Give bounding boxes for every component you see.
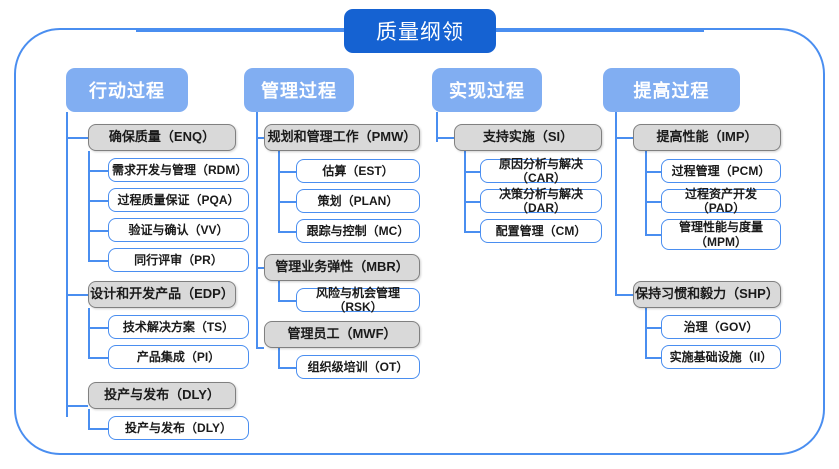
- leaf-box-2-0-2: 配置管理（CM）: [480, 219, 602, 243]
- column-header-3: 提高过程: [603, 68, 740, 112]
- root-connector-right: [494, 30, 704, 32]
- child-trunk-1-0: [278, 151, 280, 231]
- child-trunk-0-0: [88, 151, 90, 261]
- child-trunk-0-2: [88, 409, 90, 429]
- leaf-stub-3-0-0: [645, 171, 661, 173]
- group-stub-2-0: [436, 137, 454, 139]
- group-stub-1-1: [256, 267, 264, 269]
- leaf-box-3-0-0: 过程管理（PCM）: [661, 159, 781, 183]
- child-trunk-0-1: [88, 308, 90, 358]
- column-header-2: 实现过程: [432, 68, 542, 112]
- group-box-3-0: 提高性能（IMP）: [633, 124, 781, 151]
- leaf-box-0-1-0: 技术解决方案（TS）: [108, 315, 249, 339]
- leaf-box-3-0-1: 过程资产开发（PAD）: [661, 187, 781, 215]
- leaf-stub-0-2-0: [88, 428, 108, 430]
- leaf-stub-0-0-3: [88, 260, 108, 262]
- group-stub-0-0: [66, 137, 88, 139]
- leaf-box-0-0-1: 过程质量保证（PQA）: [108, 188, 249, 212]
- leaf-box-2-0-0: 原因分析与解决（CAR）: [480, 157, 602, 185]
- leaf-stub-1-1-0: [278, 300, 296, 302]
- leaf-box-1-0-1: 策划（PLAN）: [296, 189, 420, 213]
- column-header-0: 行动过程: [66, 68, 188, 112]
- leaf-box-1-0-2: 跟踪与控制（MC）: [296, 219, 420, 243]
- leaf-box-0-0-0: 需求开发与管理（RDM）: [108, 158, 249, 182]
- group-box-3-1: 保持习惯和毅力（SHP）: [633, 281, 781, 308]
- leaf-box-1-2-0: 组织级培训（OT）: [296, 355, 420, 379]
- leaf-stub-0-0-1: [88, 200, 108, 202]
- leaf-stub-1-0-2: [278, 231, 296, 233]
- column-trunk-1: [256, 112, 258, 347]
- leaf-box-3-1-0: 治理（GOV）: [661, 315, 781, 339]
- group-box-1-2: 管理员工（MWF）: [264, 321, 420, 348]
- leaf-stub-0-1-0: [88, 327, 108, 329]
- leaf-box-1-1-0: 风险与机会管理（RSK）: [296, 286, 420, 314]
- child-trunk-3-0: [645, 151, 647, 236]
- leaf-stub-3-0-1: [645, 201, 661, 203]
- leaf-stub-2-0-2: [464, 231, 480, 233]
- group-box-0-0: 确保质量（ENQ）: [88, 124, 236, 151]
- group-box-1-0: 规划和管理工作（PMW）: [264, 124, 420, 151]
- leaf-box-0-2-0: 投产与发布（DLY）: [108, 416, 249, 440]
- leaf-stub-1-2-0: [278, 367, 296, 369]
- leaf-stub-0-0-0: [88, 170, 108, 172]
- group-stub-0-2: [66, 405, 88, 407]
- child-trunk-2-0: [464, 151, 466, 231]
- column-trunk-2: [436, 112, 438, 142]
- group-box-2-0: 支持实施（SI）: [454, 124, 602, 151]
- group-stub-0-1: [66, 294, 88, 296]
- group-box-1-1: 管理业务弹性（MBR）: [264, 254, 420, 281]
- leaf-stub-2-0-1: [464, 201, 480, 203]
- column-trunk-3: [615, 112, 617, 295]
- group-stub-3-1: [615, 294, 633, 296]
- leaf-box-3-1-1: 实施基础设施（II）: [661, 345, 781, 369]
- column-header-1: 管理过程: [244, 68, 354, 112]
- leaf-box-0-1-1: 产品集成（PI）: [108, 345, 249, 369]
- child-trunk-1-2: [278, 348, 280, 368]
- group-box-0-2: 投产与发布（DLY）: [88, 382, 236, 409]
- root-title: 质量纲领: [344, 9, 496, 53]
- leaf-stub-1-0-1: [278, 201, 296, 203]
- leaf-box-2-0-1: 决策分析与解决（DAR）: [480, 187, 602, 215]
- leaf-box-1-0-0: 估算（EST）: [296, 159, 420, 183]
- group-stub-1-2: [256, 347, 264, 349]
- leaf-box-3-0-2: 管理性能与度量 （MPM）: [661, 219, 781, 250]
- group-stub-1-0: [256, 137, 264, 139]
- leaf-stub-3-1-1: [645, 357, 661, 359]
- child-trunk-3-1: [645, 308, 647, 358]
- leaf-stub-0-1-1: [88, 357, 108, 359]
- leaf-stub-2-0-0: [464, 171, 480, 173]
- root-connector-left: [136, 30, 346, 32]
- leaf-box-0-0-2: 验证与确认（VV）: [108, 218, 249, 242]
- child-trunk-1-1: [278, 281, 280, 301]
- leaf-box-0-0-3: 同行评审（PR）: [108, 248, 249, 272]
- leaf-stub-3-0-2: [645, 234, 661, 236]
- group-box-0-1: 设计和开发产品（EDP）: [88, 281, 236, 308]
- leaf-stub-0-0-2: [88, 230, 108, 232]
- leaf-stub-3-1-0: [645, 327, 661, 329]
- column-trunk-0: [66, 112, 68, 417]
- leaf-stub-1-0-0: [278, 171, 296, 173]
- group-stub-3-0: [615, 137, 633, 139]
